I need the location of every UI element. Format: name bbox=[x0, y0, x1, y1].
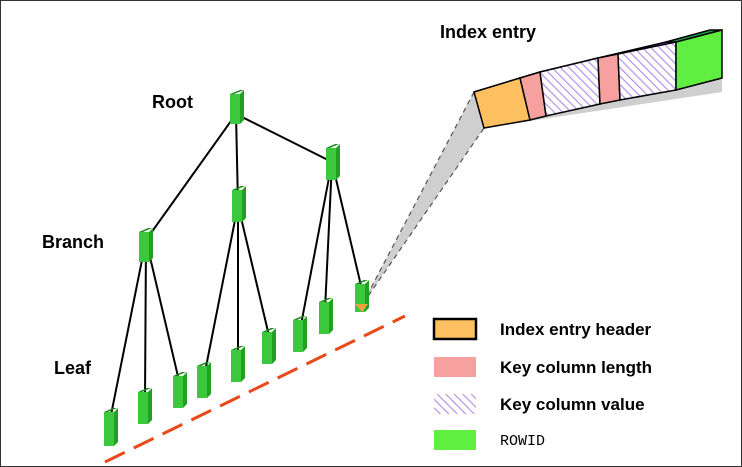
edge-b3-leaf8 bbox=[324, 161, 333, 311]
edge-b1-leaf3 bbox=[145, 239, 181, 386]
legend-label-rowid: ROWID bbox=[500, 433, 545, 450]
index-entry-bar bbox=[473, 29, 723, 129]
legend: Index entry header Key column length Key… bbox=[432, 317, 652, 450]
leaf-node-5 bbox=[231, 346, 245, 382]
legend-item-key-value: Key column value bbox=[434, 394, 645, 414]
legend-label-key-value: Key column value bbox=[500, 395, 645, 414]
entry-keylen2-front bbox=[597, 53, 621, 105]
branch-node-1 bbox=[139, 228, 153, 262]
index-entry-title: Index entry bbox=[440, 22, 536, 42]
legend-label-header: Index entry header bbox=[500, 320, 652, 339]
edge-root-branch1 bbox=[145, 113, 237, 241]
tree-nodes bbox=[104, 90, 369, 446]
branch-label: Branch bbox=[42, 232, 104, 252]
branch-node-2 bbox=[232, 186, 246, 222]
branch-node-3 bbox=[326, 144, 340, 180]
leaf-level-line bbox=[104, 314, 406, 464]
legend-item-header: Index entry header bbox=[432, 317, 652, 341]
legend-item-key-length: Key column length bbox=[434, 357, 652, 377]
leaf-node-3 bbox=[173, 372, 187, 408]
root-label: Root bbox=[152, 92, 193, 112]
leaf-node-7 bbox=[293, 316, 307, 352]
root-node bbox=[230, 90, 244, 124]
legend-item-rowid: ROWID bbox=[434, 430, 545, 450]
edge-b3-leaf9 bbox=[331, 161, 363, 291]
tree-edges bbox=[109, 113, 363, 421]
leaf-node-9 bbox=[355, 280, 369, 312]
edge-root-branch3 bbox=[235, 113, 333, 163]
edge-b1-leaf1 bbox=[109, 239, 147, 421]
edge-root-branch2 bbox=[235, 113, 239, 206]
leaf-node-1 bbox=[104, 408, 118, 446]
leaf-node-4 bbox=[197, 362, 211, 398]
legend-swatch-key-length bbox=[434, 357, 476, 377]
edge-b2-leaf4 bbox=[204, 204, 239, 373]
legend-swatch-rowid bbox=[434, 430, 476, 450]
entry-rowid-front bbox=[675, 29, 723, 91]
edge-b3-leaf7 bbox=[299, 161, 333, 331]
legend-swatch-header bbox=[432, 317, 478, 341]
edge-b1-leaf2 bbox=[144, 239, 147, 401]
legend-label-key-length: Key column length bbox=[500, 358, 652, 377]
leaf-node-2 bbox=[138, 388, 152, 424]
legend-swatch-key-value bbox=[434, 394, 476, 414]
leaf-node-6 bbox=[262, 328, 276, 364]
leaf-label: Leaf bbox=[54, 358, 92, 378]
zoom-wedge bbox=[362, 92, 484, 305]
edge-b2-leaf6 bbox=[237, 204, 271, 341]
leaf-node-8 bbox=[319, 298, 333, 334]
